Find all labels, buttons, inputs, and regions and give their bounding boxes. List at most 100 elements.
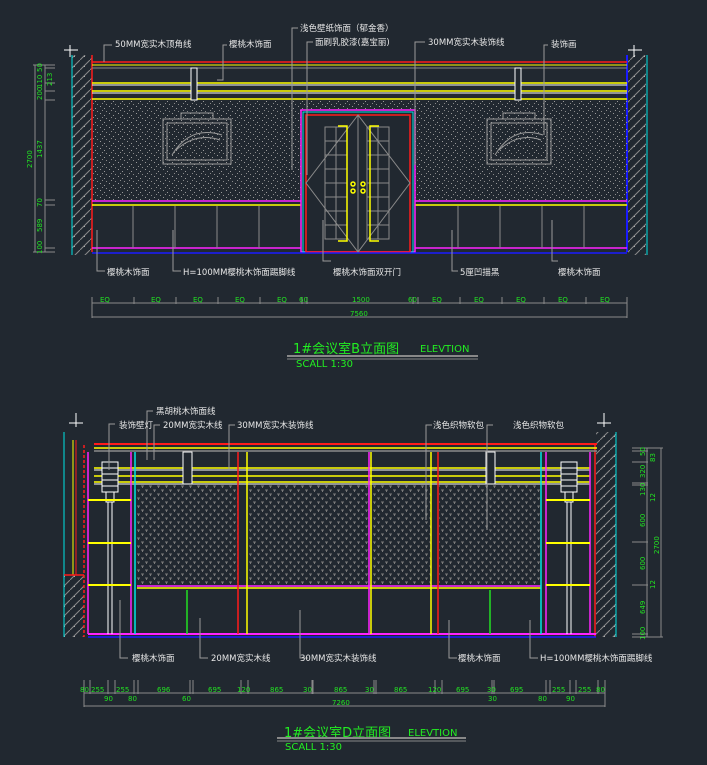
dimension-label: 100 [36,241,44,254]
dimension-label: 50 [639,447,647,456]
dimension-label: 80 [80,686,89,694]
dimension-label: EQ [474,296,484,304]
label-fabric-1: 浅色织物软包 [433,420,485,431]
dimension-label: EQ [558,296,568,304]
decorative-painting-right [486,112,552,165]
dimension-label: 2700 [653,536,661,554]
dimension-label: 589 [36,219,44,232]
dimension-label: 2700 [26,150,34,168]
vertical-dimensions-d: 50 320 130 600 600 649 100 83 12 12 2700 [632,447,663,640]
dimension-label: EQ [151,296,161,304]
dimension-label: 80 [538,695,547,703]
elevation-b: 50MM宽实木顶角线 樱桃木饰面 浅色壁纸饰面（郁金香） 面刷乳胶漆(嘉宝丽) … [26,23,648,370]
dimension-label: 255 [552,686,565,694]
dimension-label: 90 [566,695,575,703]
dimension-label: 120 [428,686,441,694]
title-en-b: ELEVTION [420,344,469,355]
dimension-label: 1437 [36,140,44,158]
scale-d: SCALL 1:30 [285,742,342,753]
label-cherry-veneer-right: 樱桃木饰面 [558,267,601,278]
dimension-label: 80 [128,695,137,703]
left-wall-hatch [72,55,92,255]
dimension-label: 50 [36,63,44,72]
label-wallpaper: 浅色壁纸饰面（郁金香） [300,23,394,34]
decorative-painting-left [162,112,232,165]
dimension-label: 30 [303,686,312,694]
label-groove: 5厘凹描黑 [460,267,500,278]
horizontal-dimensions-d: 80 255 255 696 695 120 865 30 865 30 865… [80,680,606,707]
dimension-label: 7260 [332,699,350,707]
dimension-label: EQ [235,296,245,304]
dimension-label: EQ [432,296,442,304]
dimension-label: 695 [456,686,469,694]
label-20mm-trim: 20MM宽实木线 [163,420,223,431]
dimension-label: 83 [649,453,657,462]
dimension-label: EQ [516,296,526,304]
label-skirting-d: H=100MM樱桃木饰面踢脚线 [540,653,653,664]
label-wall-sconce: 装饰壁灯 [119,420,154,431]
dimension-label: 60 [182,695,191,703]
fabric-panel [248,485,369,585]
fabric-panels [137,485,541,585]
dimension-label: EQ [277,296,287,304]
dimension-label: 213 [46,73,54,86]
dimension-label: 255 [578,686,591,694]
dimension-label: 865 [334,686,347,694]
dimension-label: 12 [649,493,657,502]
dimension-label: EQ [193,296,203,304]
label-fabric-2: 浅色织物软包 [513,420,565,431]
wall-sconce-left [101,461,119,634]
label-skirting: H=100MM樱桃木饰面踢脚线 [183,267,296,278]
dimension-label: 100 [639,627,647,640]
dimension-label: 60 [408,296,417,304]
title-elevation-b: 1#会议室B立面图 [293,341,399,357]
fabric-panel [372,485,431,585]
elevation-d: 装饰壁灯 黑胡桃木饰面线 20MM宽实木线 30MM宽实木装饰线 浅色织物软包 … [63,406,663,753]
label-wood-trim: 30MM宽实木装饰线 [428,37,505,48]
right-wall-hatch [628,55,646,255]
horizontal-dimensions-b: EQ EQ EQ EQ EQ 60 1500 60 EQ EQ EQ EQ EQ… [91,296,628,318]
dimension-label: 320 [639,465,647,478]
dimension-label: 200 [36,87,44,100]
vertical-dimensions-b: 50 110 200 213 1437 70 589 100 2700 [26,63,55,254]
dimension-label: 12 [649,580,657,589]
dimension-label: 649 [639,601,647,614]
dimension-label: 80 [596,686,605,694]
dimension-label: 7560 [350,310,368,318]
dimension-label: 30 [488,695,497,703]
label-cherry-veneer-d: 樱桃木饰面 [132,653,175,664]
wall-sconce-right [560,461,578,634]
dimension-label: 90 [104,695,113,703]
dimension-label: 696 [157,686,171,694]
dimension-label: 120 [237,686,250,694]
dimension-label: 865 [270,686,283,694]
dimension-label: 695 [208,686,221,694]
dimension-label: 600 [639,557,647,570]
dimension-label: 695 [510,686,523,694]
dimension-label: 30 [365,686,374,694]
dimension-label: 600 [639,514,647,527]
dimension-label: EQ [600,296,610,304]
dimension-label: 255 [116,686,129,694]
dimension-label: 255 [91,686,104,694]
double-door [300,109,416,253]
fabric-panel [137,485,238,585]
dimension-label: 60 [299,296,308,304]
label-walnut-trim: 黑胡桃木饰面线 [156,406,216,417]
label-cherry-veneer: 樱桃木饰面 [229,39,272,50]
dimension-label: 865 [394,686,407,694]
label-30mm-trim: 30MM宽实木装饰线 [237,420,314,431]
label-20mm-trim-bottom: 20MM宽实木线 [211,653,271,664]
scale-b: SCALL 1:30 [296,359,353,370]
label-double-door: 樱桃木饰面双开门 [333,267,401,278]
right-wall-hatch-d [596,432,616,637]
title-en-d: ELEVTION [408,728,457,739]
dimension-label: 110 [36,75,44,88]
label-latex-paint: 面刷乳胶漆(嘉宝丽) [315,37,390,48]
label-painting: 装饰画 [551,39,577,50]
fabric-panel [439,485,541,585]
dimension-label: EQ [100,296,110,304]
dimension-label: 30 [487,686,496,694]
label-cherry-veneer-d2: 樱桃木饰面 [458,653,501,664]
